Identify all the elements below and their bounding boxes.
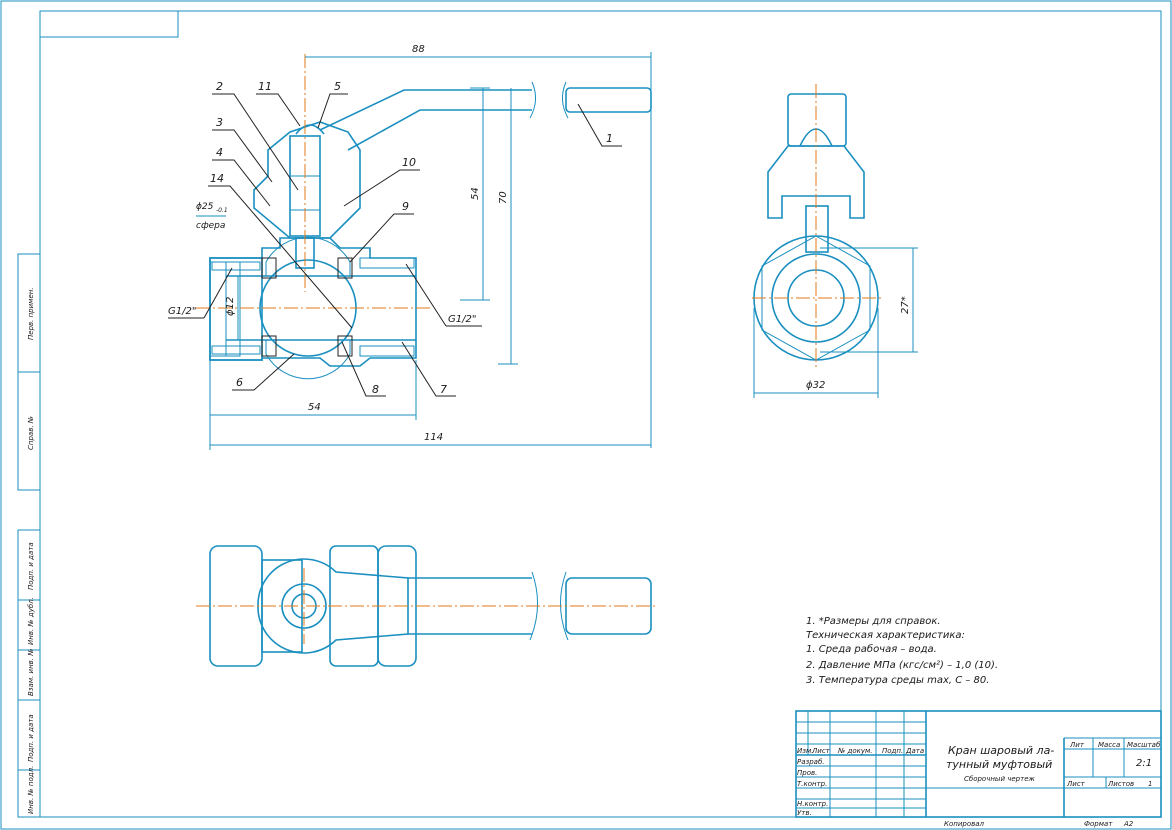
- tb-izm: Изм.: [797, 747, 813, 755]
- note-2: Техническая характеристика:: [806, 630, 965, 641]
- note-3: 1. Среда рабочая – вода.: [806, 643, 937, 655]
- tb-scale-value: 2:1: [1136, 758, 1152, 769]
- stamp-inv-podl: Инв. № подл.: [27, 766, 35, 814]
- stamp-inv-dubl: Инв. № дубл.: [27, 597, 35, 645]
- dim-phi12: ϕ12: [225, 297, 236, 316]
- dim-54-horiz: 54: [308, 402, 321, 413]
- callout-1: 1: [606, 132, 613, 145]
- callout-9: 9: [402, 200, 409, 213]
- callout-6: 6: [236, 376, 243, 389]
- dim-114: 114: [424, 432, 443, 443]
- thread-right-label: G1/2": [448, 314, 476, 325]
- front-section-view: [196, 54, 652, 380]
- tb-podp: Подп.: [882, 747, 903, 755]
- tb-copied: Копировал: [944, 820, 985, 828]
- callout-10: 10: [402, 156, 416, 169]
- callout-3: 3: [216, 116, 223, 129]
- tb-name-line1: Кран шаровый ла-: [948, 744, 1054, 757]
- thread-left-label: G1/2": [168, 306, 196, 317]
- stamp-podp-data-1: Подп. и дата: [27, 542, 35, 590]
- dim-sphere-tolerance: -0.1: [216, 207, 228, 214]
- technical-notes: 1. *Размеры для справок. Техническая хар…: [806, 616, 998, 686]
- stamp-vzam-inv: Взам. инв. №: [27, 648, 35, 696]
- callout-5: 5: [334, 80, 341, 93]
- note-1: 1. *Размеры для справок.: [806, 616, 941, 627]
- dim-sphere-dia: ϕ25: [196, 202, 214, 212]
- side-stamp-columns: Перв. примен. Справ. № Подп. и дата Инв.…: [17, 253, 41, 818]
- tb-tkontr: Т.контр.: [797, 780, 827, 788]
- top-view: [196, 545, 656, 667]
- note-5: 3. Температура среды max, C – 80.: [806, 675, 989, 686]
- tb-utv: Утв.: [797, 809, 812, 817]
- front-view-callouts: 1 2 3 4 5 6 7 8 9 10 11 14: [208, 80, 622, 397]
- tb-doc-type: Сборочный чертеж: [964, 775, 1035, 783]
- tb-sheets-value: 1: [1148, 780, 1152, 788]
- stamp-perv-primen: Перв. примен.: [27, 287, 35, 340]
- tb-format-value: A2: [1123, 820, 1134, 828]
- tb-razrab: Разраб.: [797, 758, 825, 766]
- tb-format: Формат: [1084, 820, 1113, 828]
- side-view: 27* ϕ32: [752, 84, 918, 398]
- dim-27: 27*: [900, 296, 911, 314]
- tb-sheet: Лист: [1066, 780, 1086, 788]
- tb-prov: Пров.: [797, 769, 817, 777]
- tb-list: Лист: [811, 747, 831, 755]
- dim-sphere-word: сфера: [196, 221, 225, 231]
- callout-7: 7: [440, 383, 447, 396]
- tb-name-line2: тунный муфтовый: [946, 758, 1052, 771]
- title-block: Изм. Лист № докум. Подп. Дата Разраб. Пр…: [795, 710, 1162, 828]
- tb-scale: Масштаб: [1127, 741, 1161, 749]
- stamp-podp-data-2: Подп. и дата: [27, 714, 35, 762]
- callout-14: 14: [210, 172, 224, 185]
- tb-mass: Масса: [1098, 741, 1120, 749]
- callout-8: 8: [372, 383, 379, 396]
- callout-11: 11: [258, 80, 272, 93]
- dim-70-vert: 70: [498, 191, 509, 204]
- tb-dokum: № докум.: [837, 747, 873, 755]
- stamp-sprav-no: Справ. №: [27, 416, 35, 450]
- tb-lit: Лит: [1069, 741, 1085, 749]
- note-4: 2. Давление МПа (кгс/см²) – 1,0 (10).: [806, 660, 998, 671]
- dim-54-vert: 54: [470, 187, 481, 200]
- title-block-grid: [796, 711, 926, 817]
- dim-88: 88: [412, 44, 425, 55]
- callout-2: 2: [216, 80, 223, 93]
- tb-data: Дата: [905, 747, 924, 755]
- dim-phi32: ϕ32: [806, 380, 825, 391]
- callout-4: 4: [216, 146, 223, 159]
- front-view-dimensions: 88 54 70 54 114 ϕ12 ϕ25 -0.1 сфера G1/2"…: [168, 44, 652, 450]
- tb-nkontr: Н.контр.: [797, 800, 828, 808]
- tb-sheets: Листов: [1107, 780, 1134, 788]
